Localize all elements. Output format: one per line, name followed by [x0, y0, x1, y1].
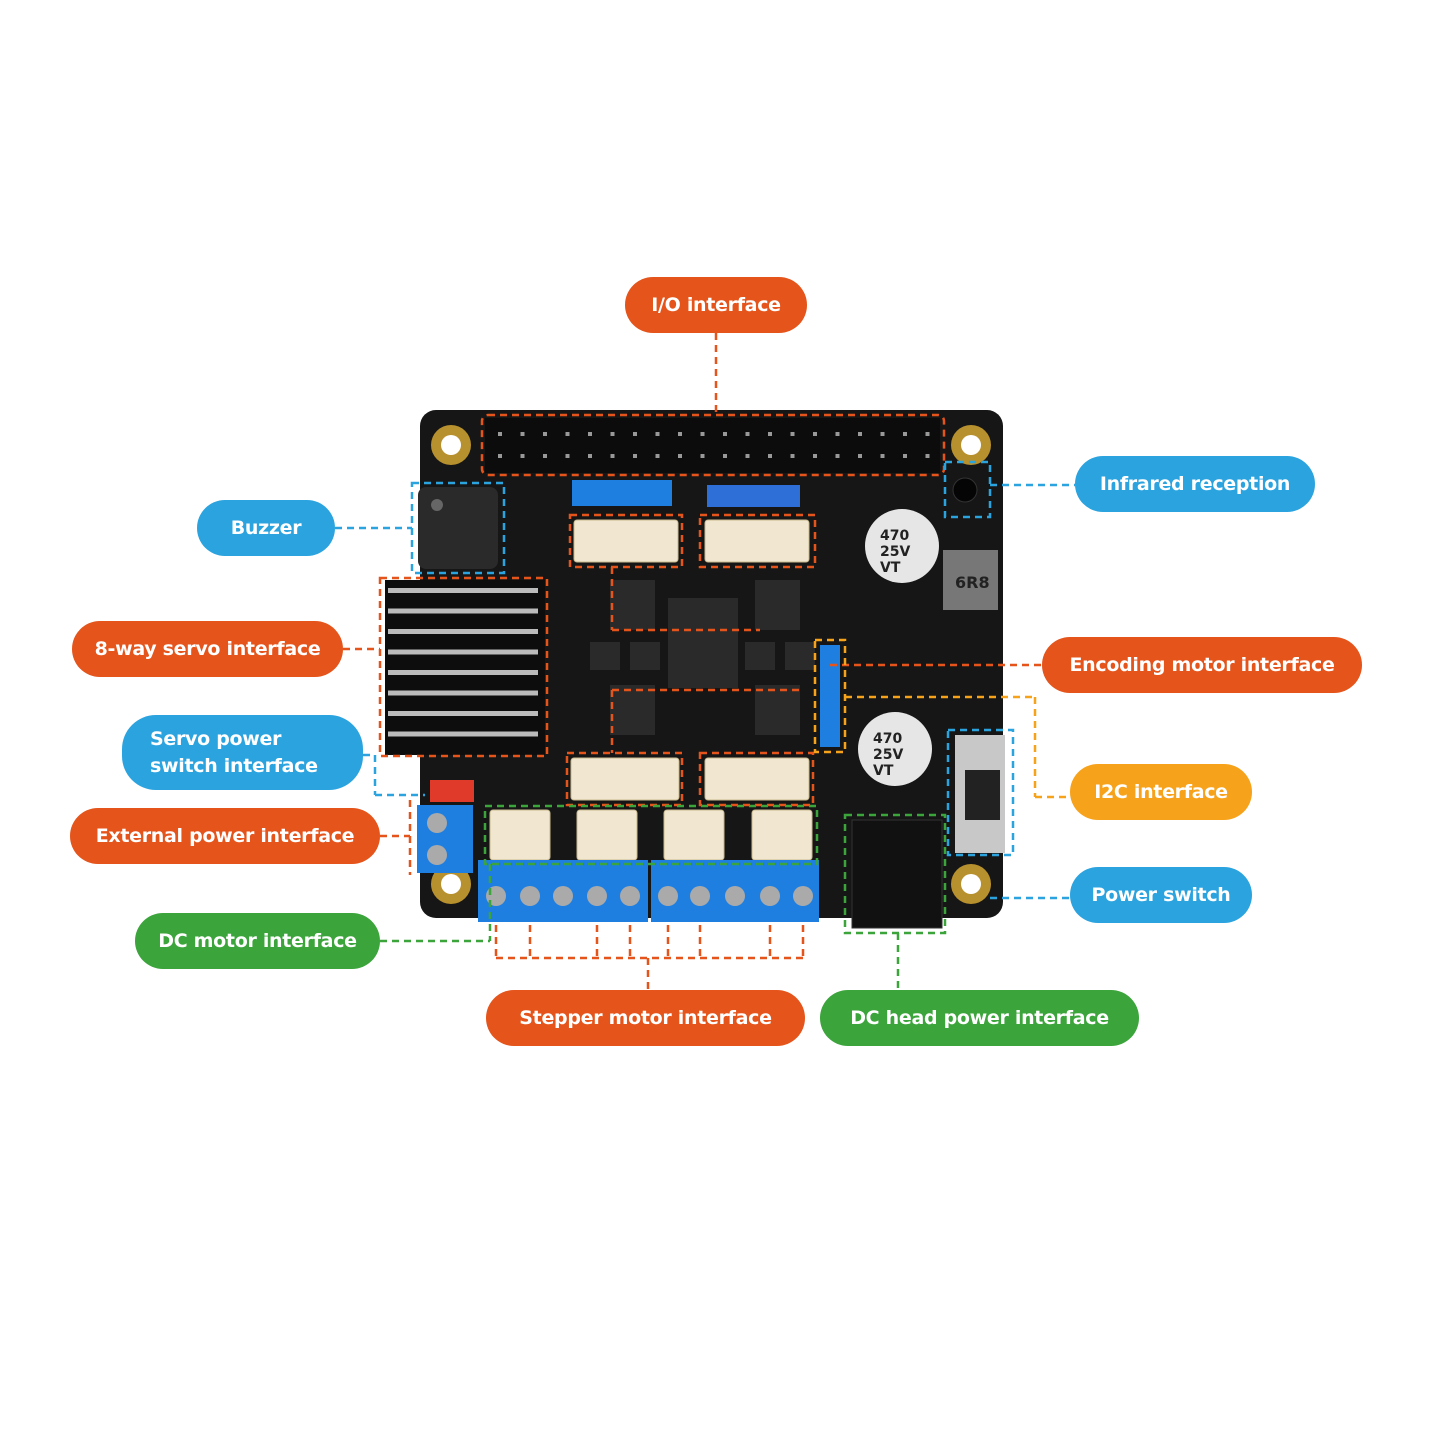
- gpio-pin: [520, 454, 525, 458]
- terminal-screw: [587, 886, 607, 906]
- servo-pin-row: [388, 711, 538, 716]
- gpio-pin: [790, 432, 795, 436]
- gpio-pin: [565, 432, 570, 436]
- servo-pin-row: [388, 731, 538, 737]
- label-servo-power-switch-interface: Servo power switch interface: [122, 715, 363, 790]
- gpio-pin: [903, 454, 907, 458]
- gpio-pin: [498, 454, 502, 458]
- capacitor-bottom: [858, 712, 932, 786]
- gpio-pin: [633, 432, 637, 436]
- gpio-pin: [880, 432, 885, 436]
- terminal-screw: [520, 886, 540, 906]
- gpio-pin: [745, 432, 750, 436]
- ir-receiver: [952, 477, 978, 503]
- gpio-pin: [768, 432, 772, 436]
- gpio-pin: [858, 454, 862, 458]
- servo-pin-row: [388, 670, 538, 675]
- terminal-screw: [793, 886, 813, 906]
- servo-header: [385, 580, 545, 755]
- dc-jack: [851, 819, 943, 929]
- terminal-screw: [725, 886, 745, 906]
- terminal-screw: [760, 886, 780, 906]
- cap-text: 25V: [873, 747, 903, 763]
- terminal-screw: [658, 886, 678, 906]
- gpio-pin: [858, 432, 862, 436]
- label-external-power-interface: External power interface: [70, 808, 380, 864]
- label-8-way-servo-interface: 8-way servo interface: [72, 621, 343, 677]
- gpio-pin: [498, 432, 502, 436]
- gpio-pin: [903, 432, 907, 436]
- gpio-pin: [813, 454, 817, 458]
- label-dc-motor-interface: DC motor interface: [135, 913, 380, 969]
- gpio-pin: [588, 432, 592, 436]
- label-line: Servo power: [150, 727, 282, 750]
- gpio-header: [485, 418, 940, 473]
- gpio-pin: [678, 454, 682, 458]
- gpio-pin: [543, 432, 547, 436]
- inductor: [943, 550, 998, 610]
- label-stepper-motor-interface: Stepper motor interface: [486, 990, 805, 1046]
- terminal-screw: [553, 886, 573, 906]
- gpio-pin: [633, 454, 637, 458]
- label-i2c-interface: I2C interface: [1070, 764, 1252, 820]
- gpio-pin: [655, 432, 660, 436]
- gpio-pin: [610, 432, 615, 436]
- terminal-screw: [690, 886, 710, 906]
- gpio-pin: [768, 454, 772, 458]
- gpio-pin: [723, 454, 727, 458]
- label-infrared-reception: Infrared reception: [1075, 456, 1315, 512]
- servo-pin-row: [388, 629, 538, 634]
- gpio-pin: [723, 432, 727, 436]
- gpio-pin: [700, 454, 705, 458]
- terminal-screw: [620, 886, 640, 906]
- gpio-pin: [925, 454, 930, 458]
- label-power-switch: Power switch: [1070, 867, 1252, 923]
- cap-text: 25V: [880, 544, 910, 560]
- gpio-pin: [588, 454, 592, 458]
- cap-text: VT: [880, 560, 901, 576]
- gpio-pin: [925, 432, 930, 436]
- label-io-interface: I/O interface: [625, 277, 807, 333]
- gpio-pin: [655, 454, 660, 458]
- gpio-pin: [813, 432, 817, 436]
- gpio-pin: [543, 454, 547, 458]
- gpio-pin: [745, 454, 750, 458]
- gpio-pin: [678, 432, 682, 436]
- buzzer: [418, 487, 498, 569]
- gpio-pin: [835, 432, 840, 436]
- inductor-text: 6R8: [955, 573, 990, 592]
- jumper: [430, 780, 474, 802]
- gpio-pin: [610, 454, 615, 458]
- servo-pin-row: [388, 588, 538, 593]
- capacitor-top: [865, 509, 939, 583]
- label-line: switch interface: [150, 754, 318, 777]
- gpio-pin: [790, 454, 795, 458]
- gpio-pin: [880, 454, 885, 458]
- servo-pin-row: [388, 608, 538, 614]
- servo-pin-row: [388, 690, 538, 696]
- gpio-pin: [565, 454, 570, 458]
- gpio-pin: [700, 432, 705, 436]
- label-buzzer: Buzzer: [197, 500, 335, 556]
- cap-text: VT: [873, 763, 894, 779]
- label-dc-head-power-interface: DC head power interface: [820, 990, 1139, 1046]
- gpio-pin: [835, 454, 840, 458]
- external-power-terminal: [417, 805, 473, 873]
- label-encoding-motor-interface: Encoding motor interface: [1042, 637, 1362, 693]
- cap-text: 470: [880, 528, 909, 544]
- cap-text: 470: [873, 731, 902, 747]
- servo-pin-row: [388, 649, 538, 655]
- gpio-pin: [520, 432, 525, 436]
